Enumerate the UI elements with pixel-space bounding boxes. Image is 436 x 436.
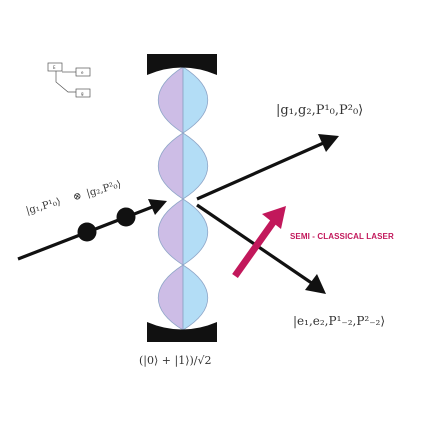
upper-beam-line [196,139,329,201]
bottom-mirror [147,322,217,342]
legend-label-b: e [81,70,84,75]
lower-beam-arrow-head [305,274,326,294]
legend-label-a: E [53,65,56,70]
upper-output-state-label: |g₁,g₂,P¹₀,P²₀⟩ [276,103,363,118]
lower-output-beam [196,203,326,294]
upper-output-beam [196,134,339,201]
atom-marker-1 [77,222,97,242]
legend-label-c: g [81,91,84,96]
cavity-mode-left-lobes [158,66,184,331]
top-mirror [147,54,217,75]
legend-box-a [47,62,63,72]
cavity-state-label: (|0⟩ + |1⟩)/√2 [139,354,212,368]
level-scheme-legend: E e g [47,62,91,98]
upper-beam-arrow-head [318,134,339,152]
input-atom1-state: |g₁,P¹₀⟩ [25,196,62,216]
input-atom2-state: |g₂,P²₀⟩ [85,179,122,199]
legend-connector [55,71,76,93]
cavity-mode-right-lobes [182,66,208,331]
lower-output-state-label: |e₁,e₂,P¹₋₂,P²₋₂⟩ [293,314,385,328]
laser-arrow-head [262,206,286,229]
incoming-atom-beam [17,199,167,261]
cavity-mode [158,66,208,331]
incoming-beam-arrow-head [148,199,167,215]
input-tensor-symbol: ⊗ [72,190,83,203]
laser-label: SEMI - CLASSICAL LASER [290,232,394,241]
atom-marker-2 [116,207,136,227]
input-state-label: |g₁,P¹₀⟩ ⊗ |g₂,P²₀⟩ [25,179,123,217]
legend-box-c [75,88,91,98]
semi-classical-laser [232,206,286,279]
laser-beam-line [232,218,277,279]
